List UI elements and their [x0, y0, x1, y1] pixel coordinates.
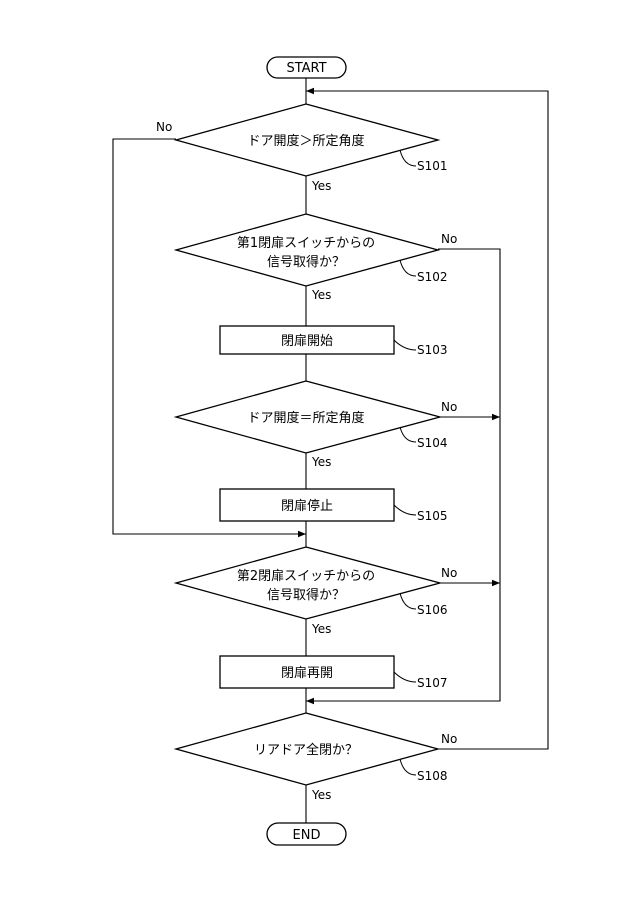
- s102-text-line1: 第1閉扉スイッチからの: [237, 235, 375, 251]
- start-label: START: [286, 61, 326, 76]
- s108-yes: Yes: [311, 788, 331, 802]
- s102-shape: [173, 213, 441, 287]
- s101-yes: Yes: [311, 179, 331, 193]
- s105-process: 閉扉停止 S105: [219, 488, 448, 523]
- s102-text-line2: 信号取得か？: [267, 254, 345, 270]
- s102-id: S102: [417, 270, 448, 284]
- s103-id: S103: [417, 343, 448, 357]
- s101-leader: [399, 149, 417, 167]
- start-shape: [266, 56, 347, 79]
- s101-decision: ドア開度＞所定角度 S101 Yes No: [156, 103, 448, 193]
- s101-shape: [173, 103, 441, 177]
- s107-shape: [219, 655, 395, 689]
- s103-leader: [393, 339, 417, 351]
- s101-id: S101: [417, 159, 448, 173]
- s101-no: No: [156, 120, 172, 134]
- s108-no: No: [441, 732, 457, 746]
- s104-text: ドア開度＝所定角度: [247, 410, 364, 426]
- s106-leader: [399, 592, 417, 610]
- start-terminal: START: [266, 56, 347, 79]
- edge-s108-no: [306, 87, 549, 750]
- end-terminal: END: [266, 822, 347, 846]
- s106-text-line1: 第2閉扉スイッチからの: [237, 568, 375, 584]
- s106-decision: 第2閉扉スイッチからの 信号取得か？ S106 Yes No: [173, 546, 457, 636]
- s104-id: S104: [417, 436, 448, 450]
- s107-process: 閉扉再開 S107: [219, 655, 448, 690]
- s106-shape: [173, 546, 443, 620]
- s102-yes: Yes: [311, 288, 331, 302]
- s108-shape: [173, 712, 441, 786]
- s106-id: S106: [417, 603, 448, 617]
- s105-leader: [393, 504, 417, 516]
- s104-yes: Yes: [311, 455, 331, 469]
- s103-text: 閉扉開始: [281, 333, 333, 349]
- s107-id: S107: [417, 676, 448, 690]
- s103-process: 閉扉開始 S103: [219, 325, 448, 357]
- s101-text: ドア開度＞所定角度: [247, 133, 364, 149]
- end-shape: [266, 822, 347, 846]
- s106-text-line2: 信号取得か？: [267, 587, 345, 603]
- s108-id: S108: [417, 769, 448, 783]
- s102-decision: 第1閉扉スイッチからの 信号取得か？ S102 Yes No: [173, 213, 457, 302]
- s106-no: No: [441, 566, 457, 580]
- s105-shape: [219, 488, 395, 522]
- s105-text: 閉扉停止: [281, 498, 333, 514]
- edge-s101-no: [112, 138, 306, 538]
- s104-no: No: [441, 400, 457, 414]
- s104-leader: [399, 426, 417, 443]
- s104-shape: [173, 380, 443, 454]
- edge-bus-right: [306, 248, 501, 705]
- s106-yes: Yes: [311, 622, 331, 636]
- end-label: END: [293, 828, 321, 843]
- s102-leader: [399, 259, 417, 277]
- s108-leader: [399, 758, 417, 776]
- connector-lines: [112, 78, 549, 823]
- s102-no: No: [441, 232, 457, 246]
- s107-leader: [393, 671, 417, 683]
- s108-text: リアドア全閉か？: [254, 742, 358, 758]
- s105-id: S105: [417, 509, 448, 523]
- s107-text: 閉扉再開: [281, 665, 333, 681]
- s104-decision: ドア開度＝所定角度 S104 Yes No: [173, 380, 457, 469]
- s108-decision: リアドア全閉か？ S108 Yes No: [173, 712, 457, 802]
